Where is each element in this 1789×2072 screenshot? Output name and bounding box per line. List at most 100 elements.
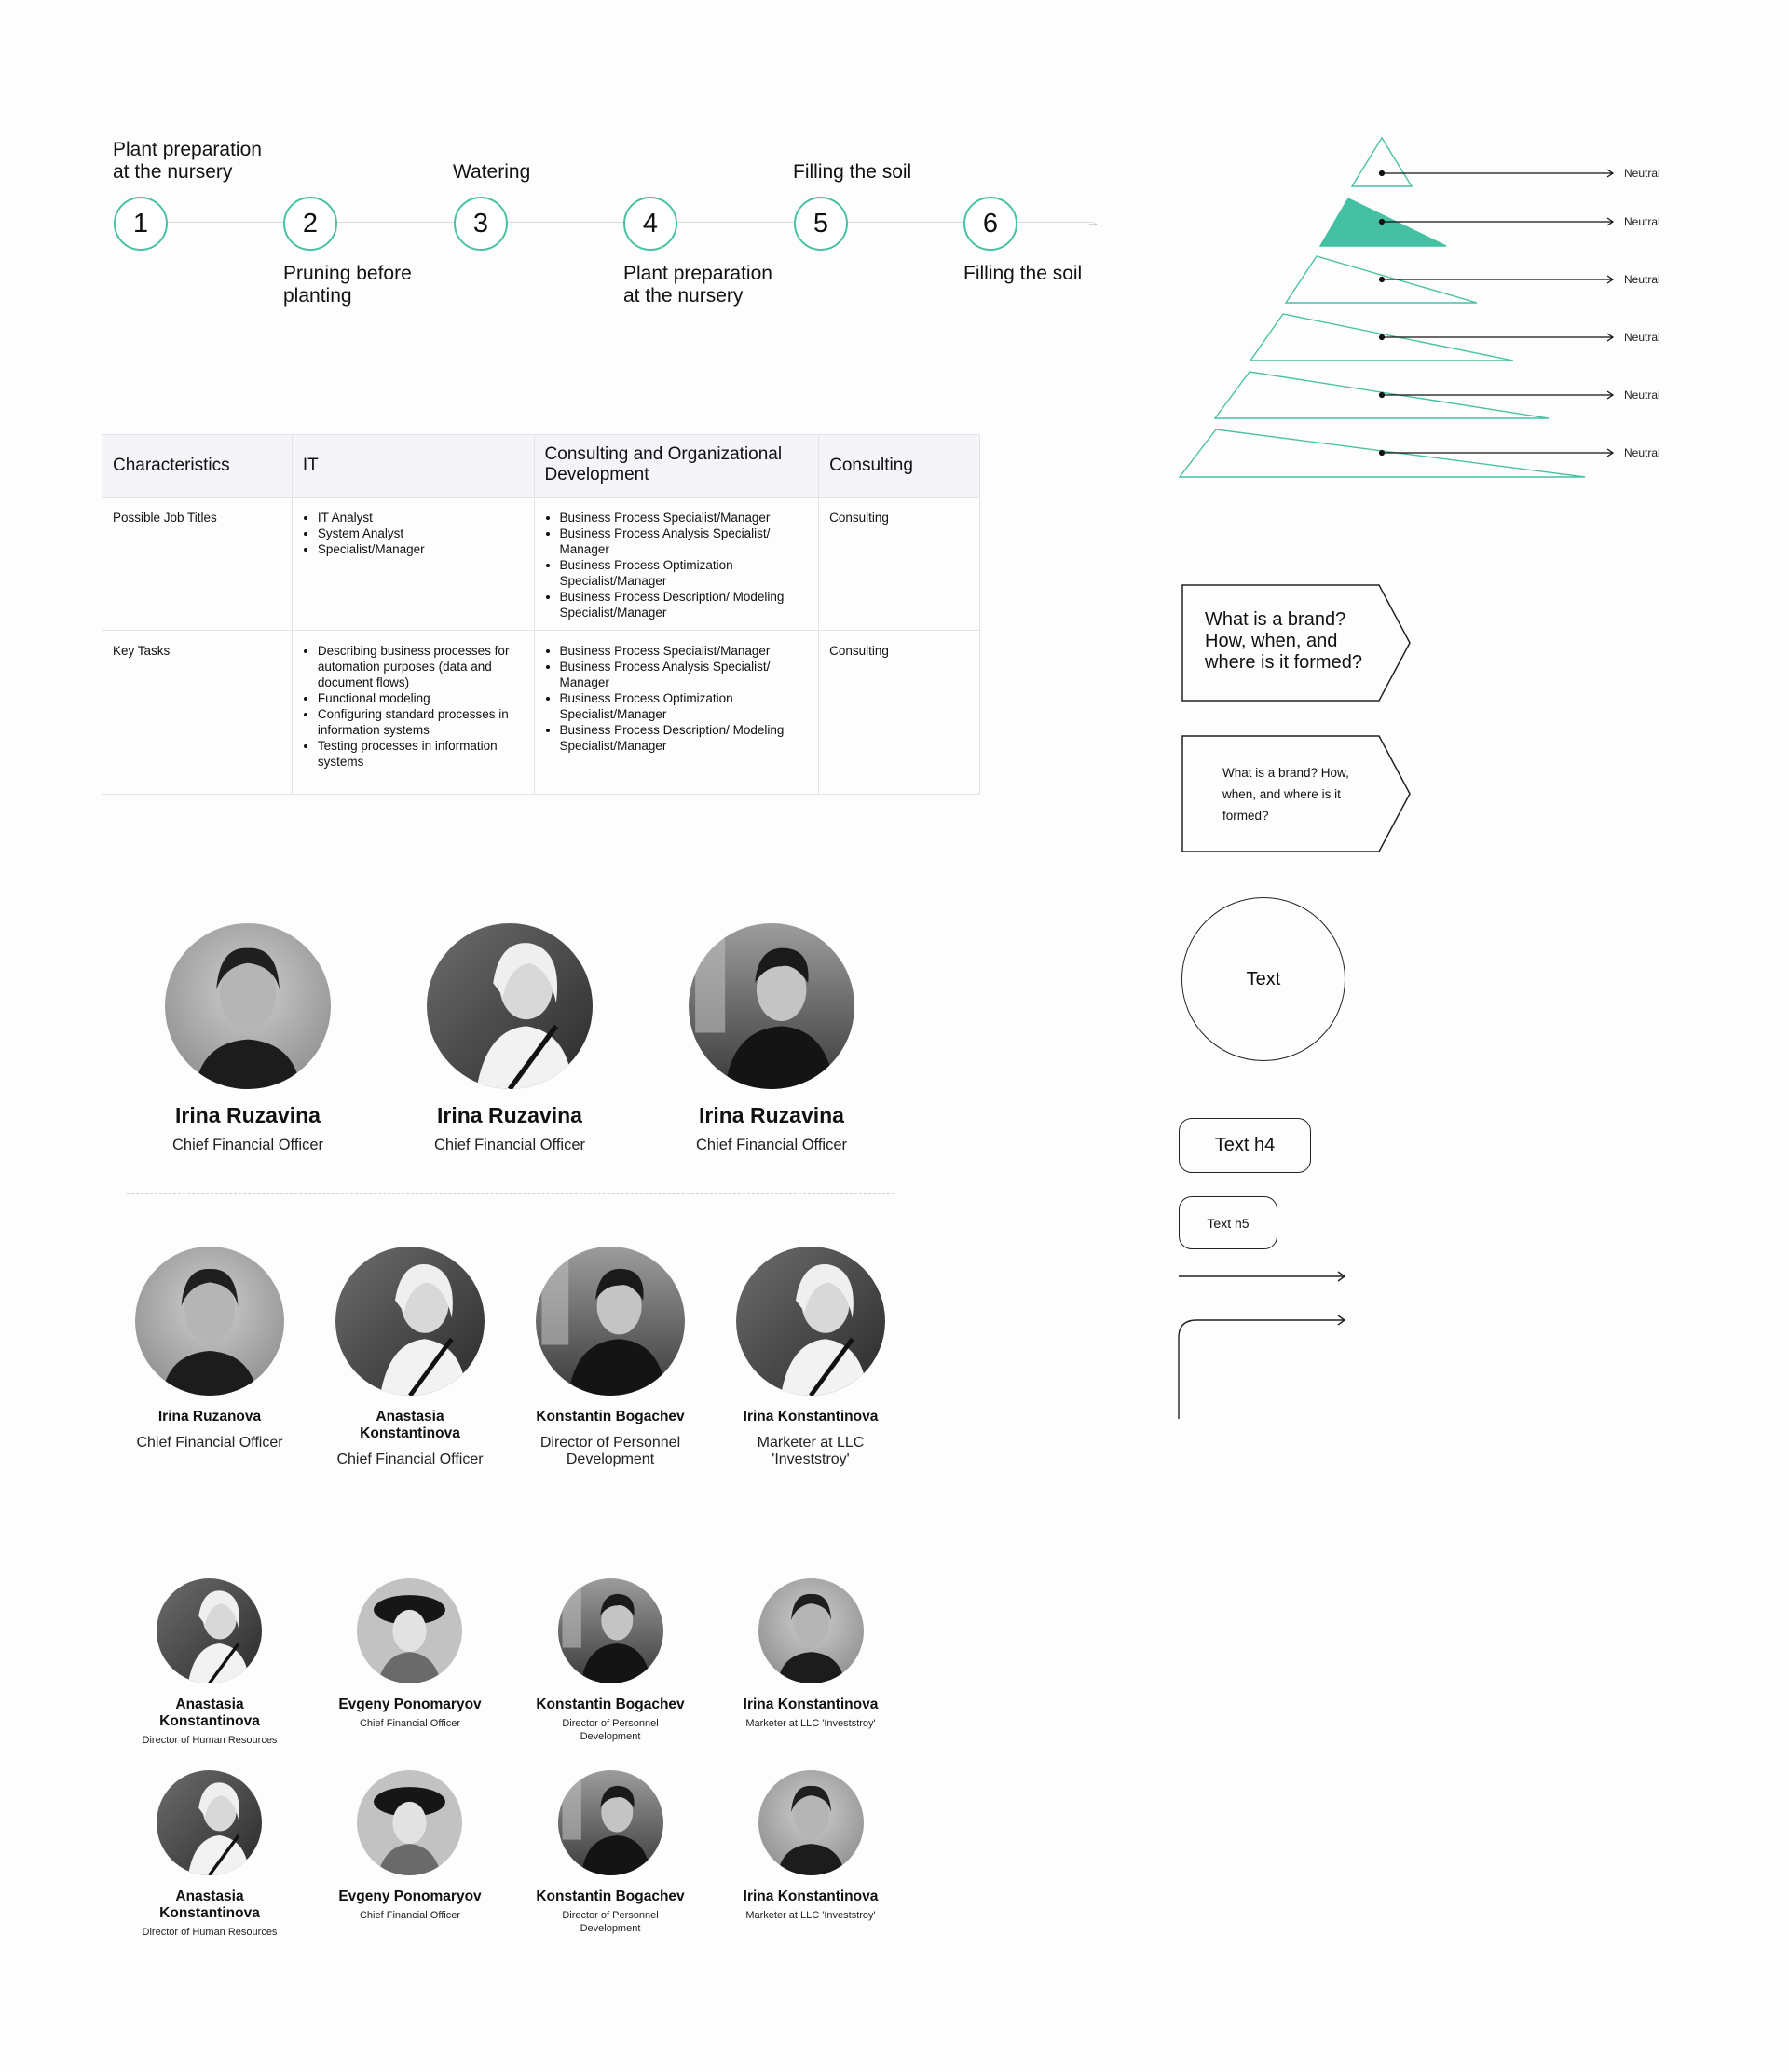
cell-consulting: Consulting bbox=[818, 630, 980, 795]
timeline-step-1: 1 bbox=[114, 197, 168, 251]
bullet-list: Business Process Specialist/Manager Busi… bbox=[545, 510, 809, 620]
table-row: Key Tasks Describing business processes … bbox=[102, 630, 980, 795]
section-divider bbox=[127, 1193, 894, 1194]
pyramid-label: Neutral bbox=[1624, 273, 1660, 286]
pill-h4: Text h4 bbox=[1179, 1118, 1311, 1173]
list-item: Business Process Specialist/Manager bbox=[560, 643, 809, 659]
cell-it: IT Analyst System Analyst Specialist/Man… bbox=[291, 497, 535, 631]
avatar bbox=[157, 1770, 262, 1875]
list-item: Business Process Description/ Modeling S… bbox=[560, 722, 809, 754]
avatar bbox=[558, 1578, 663, 1684]
timeline-label-6: Filling the soil bbox=[963, 263, 1083, 284]
person-name: Irina Ruzavina bbox=[437, 1103, 582, 1127]
avatar bbox=[758, 1578, 864, 1684]
person-name: Anastasia Konstantinova bbox=[360, 1409, 460, 1441]
bullet-list: Describing business processes for automa… bbox=[303, 643, 524, 770]
list-item: Specialist/Manager bbox=[318, 541, 524, 557]
avatar bbox=[357, 1770, 462, 1875]
person-role: Director of Personnel Development bbox=[539, 1435, 681, 1467]
person-role: Chief Financial Officer bbox=[136, 1435, 283, 1451]
pyramid-label: Neutral bbox=[1624, 215, 1660, 228]
avatar bbox=[357, 1578, 462, 1684]
avatar bbox=[689, 923, 854, 1089]
list-item: Business Process Analysis Specialist/ Ma… bbox=[560, 525, 809, 557]
person-name: Konstantin Bogachev bbox=[536, 1409, 685, 1424]
comparison-table: Characteristics IT Consulting and Organi… bbox=[102, 434, 980, 795]
person-role: Marketer at LLC 'Investstroy' bbox=[745, 1718, 876, 1729]
pill-h5-text: Text h5 bbox=[1207, 1215, 1250, 1231]
avatar bbox=[335, 1247, 485, 1396]
cell-it: Describing business processes for automa… bbox=[291, 630, 535, 795]
person-role: Marketer at LLC 'Investstroy' bbox=[757, 1435, 865, 1467]
cell-consulting: Consulting bbox=[818, 497, 980, 631]
avatar bbox=[758, 1770, 864, 1875]
list-item: System Analyst bbox=[318, 525, 524, 541]
timeline-step-4: 4 bbox=[623, 197, 677, 251]
list-item: Business Process Optimization Specialist… bbox=[560, 690, 809, 722]
timeline-label-3: Watering bbox=[453, 161, 531, 183]
person-name: Anastasia Konstantinova bbox=[159, 1888, 260, 1921]
pill-h4-text: Text h4 bbox=[1214, 1135, 1276, 1155]
pyramid-label: Neutral bbox=[1624, 388, 1660, 402]
person-name: Evgeny Ponomaryov bbox=[338, 1697, 482, 1712]
person-name: Irina Konstantinova bbox=[743, 1888, 879, 1904]
table-row: Possible Job Titles IT Analyst System An… bbox=[102, 497, 980, 631]
table-header-row: Characteristics IT Consulting and Organi… bbox=[102, 434, 980, 498]
person-role: Chief Financial Officer bbox=[433, 1137, 585, 1153]
person-name: Irina Ruzanova bbox=[157, 1409, 262, 1424]
person-role: Director of Human Resources bbox=[142, 1735, 278, 1746]
bullet-list: Business Process Specialist/Manager Busi… bbox=[545, 643, 809, 754]
list-item: Business Process Description/ Modeling S… bbox=[560, 589, 809, 620]
avatar bbox=[165, 923, 331, 1089]
header-characteristics: Characteristics bbox=[102, 434, 293, 498]
cell-consulting-org-dev: Business Process Specialist/Manager Busi… bbox=[533, 630, 820, 795]
elbow-arrow bbox=[1178, 1319, 1344, 1419]
pyramid-level-1 bbox=[1350, 136, 1413, 187]
pyramid-label: Neutral bbox=[1624, 446, 1660, 459]
avatar bbox=[427, 923, 593, 1089]
list-item: Business Process Analysis Specialist/ Ma… bbox=[560, 659, 809, 690]
timeline-label-4: Plant preparation at the nursery bbox=[623, 263, 772, 307]
person-role: Chief Financial Officer bbox=[695, 1137, 847, 1153]
avatar bbox=[558, 1770, 663, 1875]
list-item: Configuring standard processes in inform… bbox=[318, 706, 524, 738]
connector-arrows bbox=[1178, 1271, 1346, 1419]
pyramid-diagram bbox=[1178, 136, 1615, 478]
header-consulting: Consulting bbox=[818, 434, 980, 498]
person-role: Marketer at LLC 'Investstroy' bbox=[745, 1910, 876, 1921]
avatar bbox=[736, 1247, 885, 1396]
timeline-step-6: 6 bbox=[963, 197, 1017, 251]
person-role: Director of Personnel Development bbox=[562, 1718, 659, 1742]
arrow-box-small-text: What is a brand? How, when, and where is… bbox=[1222, 766, 1349, 823]
timeline-label-2: Pruning before planting bbox=[283, 263, 412, 307]
text-circle: Text bbox=[1181, 897, 1345, 1061]
person-name: Anastasia Konstantinova bbox=[159, 1697, 260, 1729]
person-role: Director of Personnel Development bbox=[562, 1910, 659, 1934]
person-role: Chief Financial Officer bbox=[171, 1137, 323, 1153]
person-role: Director of Human Resources bbox=[142, 1927, 278, 1938]
person-name: Irina Konstantinova bbox=[743, 1409, 879, 1424]
avatar bbox=[157, 1578, 262, 1684]
person-name: Evgeny Ponomaryov bbox=[338, 1888, 482, 1904]
list-item: IT Analyst bbox=[318, 510, 524, 525]
avatar bbox=[536, 1247, 685, 1396]
person-name: Irina Konstantinova bbox=[743, 1697, 879, 1712]
timeline-label-1: Plant preparation at the nursery bbox=[113, 139, 262, 183]
pill-h5: Text h5 bbox=[1179, 1196, 1277, 1249]
arrow-box-large-shape bbox=[1181, 584, 1411, 702]
pyramid-label: Neutral bbox=[1624, 331, 1660, 344]
person-role: Chief Financial Officer bbox=[359, 1718, 460, 1729]
list-item: Describing business processes for automa… bbox=[318, 643, 524, 690]
timeline-line bbox=[142, 222, 1094, 223]
arrow-box-small-shape bbox=[1181, 735, 1411, 852]
person-name: Irina Ruzavina bbox=[175, 1103, 321, 1127]
timeline-label-5: Filling the soil bbox=[793, 161, 912, 183]
list-item: Functional modeling bbox=[318, 690, 524, 706]
list-item: Testing processes in information systems bbox=[318, 738, 524, 770]
timeline-step-5: 5 bbox=[794, 197, 848, 251]
list-item: Business Process Specialist/Manager bbox=[560, 510, 809, 525]
person-name: Konstantin Bogachev bbox=[536, 1888, 685, 1904]
timeline-step-3: 3 bbox=[454, 197, 508, 251]
header-consulting-org-dev: Consulting and Organizational Developmen… bbox=[533, 434, 820, 498]
pyramid-label: Neutral bbox=[1624, 167, 1660, 180]
